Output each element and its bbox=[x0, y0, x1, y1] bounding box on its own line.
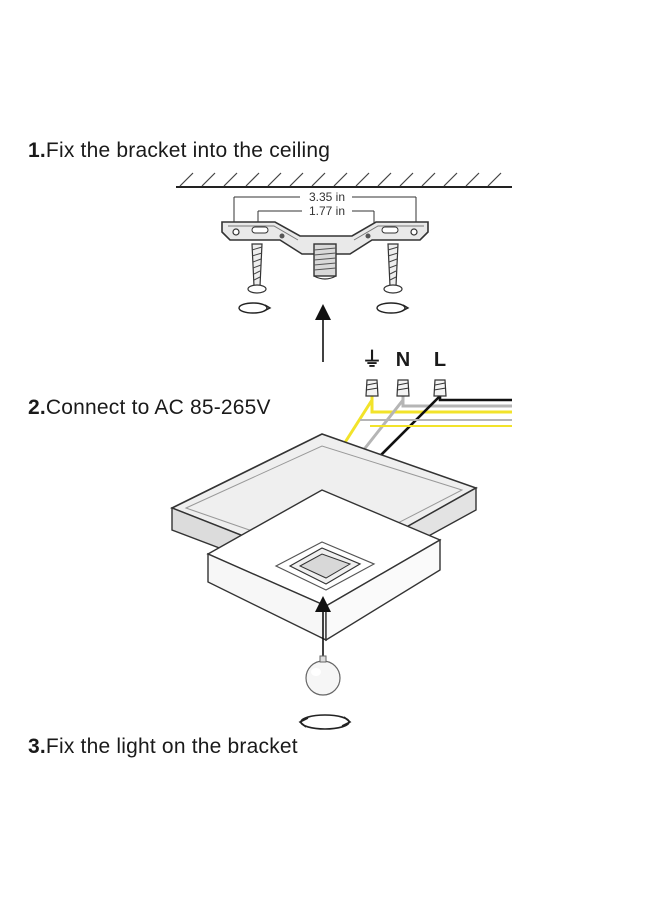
rotate-left-icon bbox=[238, 302, 272, 314]
ceiling-light-fixture bbox=[170, 433, 478, 642]
wiring bbox=[342, 392, 512, 461]
step-2-number: 2. bbox=[28, 396, 46, 419]
step-2-text: Connect to AC 85-265V bbox=[45, 396, 271, 419]
wire-connector-ground-icon bbox=[365, 379, 379, 397]
wire-connector-live-icon bbox=[433, 379, 447, 397]
live-label: L bbox=[434, 349, 446, 371]
wire-connector-neutral-icon bbox=[396, 379, 410, 397]
step-3-instruction: 3.Fix the light on the bracket bbox=[28, 735, 298, 759]
screw-left-icon bbox=[247, 243, 267, 294]
screw-right-icon bbox=[383, 243, 403, 294]
ground-symbol: ⏚ bbox=[362, 348, 382, 371]
rotate-right-icon bbox=[376, 302, 410, 314]
ceiling bbox=[176, 172, 512, 188]
mounting-knob-icon bbox=[305, 655, 341, 696]
rotate-knob-icon bbox=[298, 714, 352, 730]
step-1-text: Fix the bracket into the ceiling bbox=[45, 139, 331, 162]
dimension-inner-label: 1.77 in bbox=[309, 204, 345, 218]
step-3-text: Fix the light on the bracket bbox=[45, 735, 298, 758]
step-3-number: 3. bbox=[28, 735, 46, 758]
dimension-inner: 1.77 in bbox=[257, 204, 375, 226]
step-2-instruction: 2.Connect to AC 85-265V bbox=[28, 396, 271, 420]
dimension-outer-label: 3.35 in bbox=[309, 190, 345, 204]
mounting-bracket bbox=[221, 221, 429, 280]
step-1-number: 1. bbox=[28, 139, 46, 162]
neutral-label: N bbox=[396, 349, 410, 371]
step-1-instruction: 1.Fix the bracket into the ceiling bbox=[28, 139, 330, 163]
